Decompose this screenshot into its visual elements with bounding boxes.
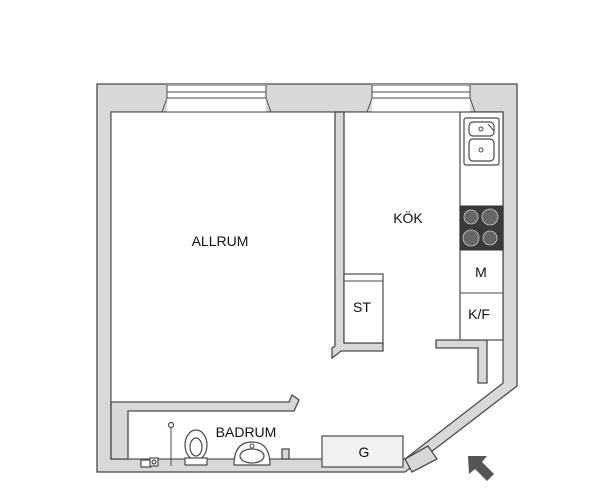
partition-wall — [331, 111, 384, 360]
entrance-wall-stub — [404, 445, 438, 473]
kitchen-sink — [463, 117, 500, 166]
label-fridge-freezer: K/F — [468, 306, 490, 322]
label-microwave: M — [475, 264, 487, 280]
window-kok — [366, 84, 476, 113]
bathroom-sink — [233, 441, 271, 466]
window-allrum — [161, 84, 272, 113]
label-g: G — [359, 444, 370, 460]
room-label-kok: KÖK — [393, 209, 423, 226]
bathroom-wall — [110, 394, 300, 460]
floor-area — [111, 112, 503, 459]
shower-fixture — [167, 421, 175, 466]
storage-box — [343, 273, 384, 344]
label-storage: ST — [353, 299, 371, 315]
room-label-allrum: ALLRUM — [192, 233, 249, 249]
faucet-fixture — [140, 457, 159, 468]
stove — [459, 205, 504, 251]
bathroom-door-jamb — [281, 448, 290, 460]
toilet — [184, 429, 208, 466]
g-fixture — [321, 435, 404, 468]
north-arrow-icon — [468, 456, 494, 481]
room-label-badrum: BADRUM — [216, 424, 277, 440]
